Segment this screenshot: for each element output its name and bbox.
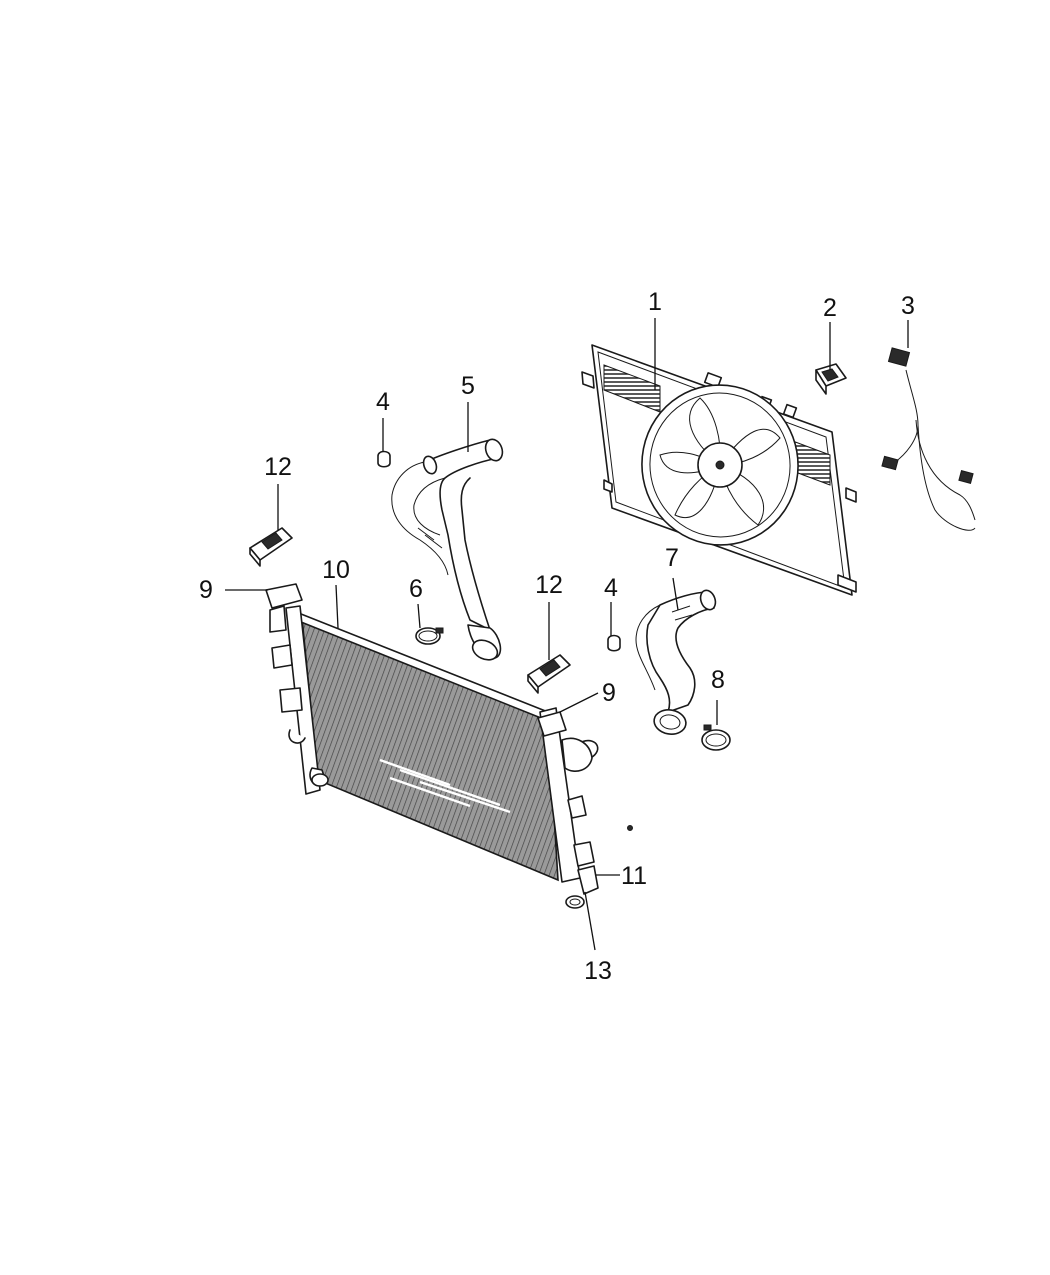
lower-radiator-hose [635,589,717,735]
callout-5: 5 [461,372,475,400]
hose-clip-lower [607,634,621,652]
callout-12-right: 12 [535,571,563,599]
hose-clip-upper [377,450,391,468]
callout-9-left: 9 [199,576,213,604]
callout-10: 10 [322,556,350,584]
callout-2: 2 [823,294,837,322]
callout-12-left: 12 [264,453,292,481]
fan-resistor [815,363,847,395]
radiator-bracket-left [249,527,293,567]
callout-1: 1 [648,288,662,316]
fan-wiring-harness [881,347,976,531]
radiator-bracket-right [527,654,571,694]
fan-shroud-assembly [581,344,857,596]
callout-7: 7 [665,544,679,572]
callout-3: 3 [901,292,915,320]
callout-13: 13 [584,957,612,985]
callout-8: 8 [711,666,725,694]
callout-4-upper: 4 [376,388,390,416]
hose-clamp-upper [415,627,444,645]
callout-4-lower: 4 [604,574,618,602]
callout-6: 6 [409,575,423,603]
leader-lines [225,318,909,951]
hose-clamp-lower [701,724,731,751]
callout-9-right: 9 [602,679,616,707]
upper-radiator-hose [391,438,504,661]
radiator [265,583,633,909]
callout-labels: 1 2 3 4 5 12 9 10 6 12 4 7 9 8 11 13 [199,288,915,985]
callout-11: 11 [621,862,647,890]
